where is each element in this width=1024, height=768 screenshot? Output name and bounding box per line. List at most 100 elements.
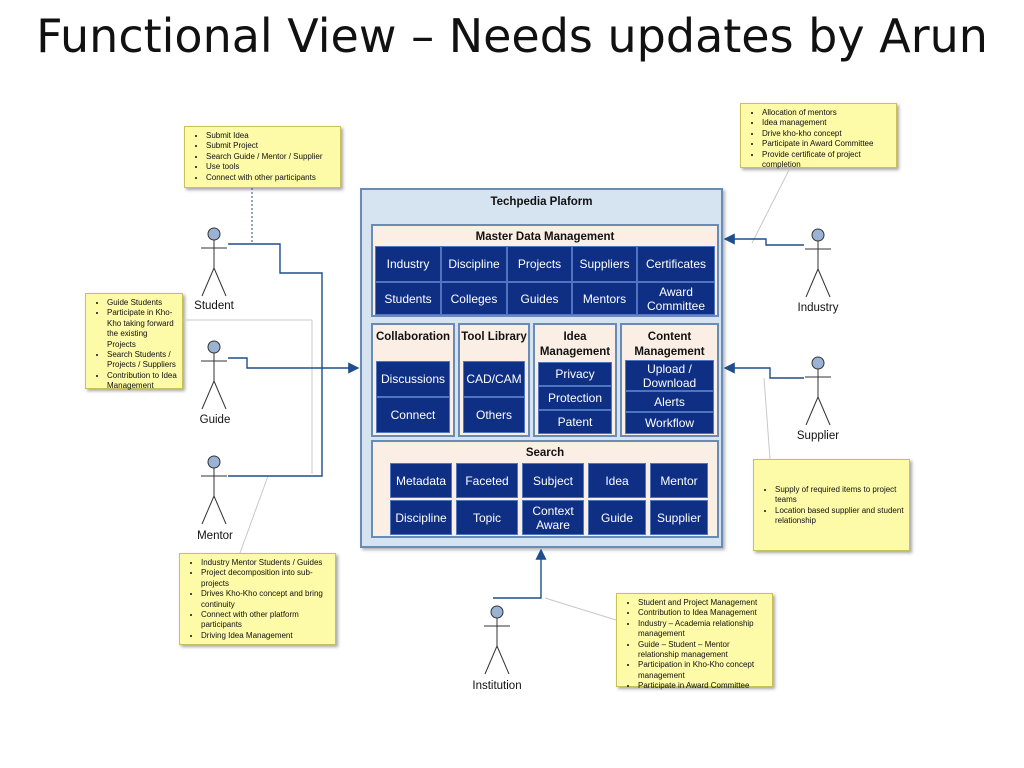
tile-discipline-search[interactable]: Discipline: [390, 500, 452, 535]
note-item: Allocation of mentors: [762, 108, 892, 118]
guide-figure: [201, 340, 227, 410]
content-management-panel: Content Management Upload / Download Ale…: [620, 323, 719, 437]
tile-discussions[interactable]: Discussions: [376, 361, 450, 397]
tile-workflow[interactable]: Workflow: [625, 412, 714, 434]
note-item: Location based supplier and student rela…: [775, 506, 905, 527]
tile-colleges[interactable]: Colleges: [441, 282, 507, 315]
tile-certificates[interactable]: Certificates: [637, 246, 715, 282]
actor-guide-label: Guide: [199, 414, 231, 426]
tile-faceted[interactable]: Faceted: [456, 463, 518, 498]
institution-connector: [493, 548, 547, 599]
actor-student-label: Student: [194, 300, 234, 312]
note-item: Participate in Award Committee: [762, 139, 892, 149]
tile-upload-download[interactable]: Upload / Download: [625, 360, 714, 391]
note-item: Participate in Award Committee: [638, 681, 768, 691]
note-item: Industry Mentor Students / Guides: [201, 558, 331, 568]
mentor-note-callout: [239, 475, 269, 554]
tile-alerts[interactable]: Alerts: [625, 391, 714, 412]
idea-management-panel: Idea Management Privacy Protection Paten…: [533, 323, 617, 437]
industry-note-callout: [751, 167, 791, 244]
tile-subject[interactable]: Subject: [522, 463, 584, 498]
mentor-connector: [228, 368, 323, 477]
techpedia-platform: Techpedia Plaform Master Data Management…: [360, 188, 723, 548]
search-panel: Search Metadata Faceted Subject Idea Men…: [371, 440, 719, 538]
supplier-figure: [805, 356, 831, 426]
actor-supplier-label: Supplier: [796, 430, 840, 442]
industry-note-list: Allocation of mentorsIdea managementDriv…: [741, 108, 892, 170]
tile-guide[interactable]: Guide: [588, 500, 646, 535]
tile-others[interactable]: Others: [463, 397, 525, 433]
page-title: Functional View – Needs updates by Arun: [36, 9, 988, 63]
supplier-note: Supply of required items to project team…: [753, 459, 910, 551]
note-item: Search Guide / Mentor / Supplier: [206, 152, 336, 162]
note-item: Participate in Kho-Kho taking forward th…: [107, 308, 178, 350]
tile-industry[interactable]: Industry: [375, 246, 441, 282]
institution-note-list: Student and Project ManagementContributi…: [617, 598, 768, 692]
tile-cad-cam[interactable]: CAD/CAM: [463, 361, 525, 397]
tile-students[interactable]: Students: [375, 282, 441, 315]
note-item: Contribution to Idea Management: [107, 371, 178, 392]
note-item: Industry – Academia relationship managem…: [638, 619, 768, 640]
note-item: Connect with other platform participants: [201, 610, 331, 631]
tile-guides[interactable]: Guides: [507, 282, 572, 315]
tile-mentor[interactable]: Mentor: [650, 463, 708, 498]
note-item: Contribution to Idea Management: [638, 608, 768, 618]
student-connector: [228, 243, 323, 368]
actor-industry-label: Industry: [797, 302, 839, 314]
tile-patent[interactable]: Patent: [538, 410, 612, 434]
idea-management-title: Idea Management: [539, 331, 611, 358]
note-item: Driving Idea Management: [201, 631, 331, 641]
tile-topic[interactable]: Topic: [456, 500, 518, 535]
collaboration-panel: Collaboration Discussions Connect: [371, 323, 455, 437]
master-data-panel: Master Data Management Industry Discipli…: [371, 224, 719, 317]
institution-note: Student and Project ManagementContributi…: [616, 593, 773, 690]
tool-library-title: Tool Library: [461, 331, 527, 343]
tile-supplier[interactable]: Supplier: [650, 500, 708, 535]
note-item: Submit Idea: [206, 131, 336, 141]
platform-title: Techpedia Plaform: [490, 196, 593, 208]
note-item: Use tools: [206, 162, 336, 172]
student-note-list: Submit IdeaSubmit ProjectSearch Guide / …: [185, 131, 336, 183]
guide-connector: [228, 357, 360, 374]
note-item: Student and Project Management: [638, 598, 768, 608]
tile-idea[interactable]: Idea: [588, 463, 646, 498]
note-item: Drives Kho-Kho concept and bring continu…: [201, 589, 331, 610]
tile-mentors[interactable]: Mentors: [572, 282, 637, 315]
collaboration-title: Collaboration: [375, 331, 451, 343]
note-item: Provide certificate of project completio…: [762, 150, 892, 171]
industry-figure: [805, 228, 831, 298]
tile-suppliers[interactable]: Suppliers: [572, 246, 637, 282]
note-item: Project decomposition into sub-projects: [201, 568, 331, 589]
note-item: Guide Students: [107, 298, 178, 308]
institution-figure: [484, 605, 510, 675]
note-item: Participation in Kho-Kho concept managem…: [638, 660, 768, 681]
note-item: Connect with other participants: [206, 173, 336, 183]
note-item: Submit Project: [206, 141, 336, 151]
note-item: Search Students / Projects / Suppliers: [107, 350, 178, 371]
note-item: Supply of required items to project team…: [775, 485, 905, 506]
mentor-figure: [201, 455, 227, 525]
master-data-title: Master Data Management: [475, 231, 615, 243]
note-item: Drive kho-kho concept: [762, 129, 892, 139]
tile-projects[interactable]: Projects: [507, 246, 572, 282]
supplier-note-callout: [763, 377, 771, 460]
actor-institution-label: Institution: [472, 680, 522, 692]
tile-protection[interactable]: Protection: [538, 386, 612, 410]
guide-note-list: Guide StudentsParticipate in Kho-Kho tak…: [86, 298, 178, 392]
note-item: Guide – Student – Mentor relationship ma…: [638, 640, 768, 661]
mentor-note: Industry Mentor Students / GuidesProject…: [179, 553, 336, 645]
tool-library-panel: Tool Library CAD/CAM Others: [458, 323, 530, 437]
tile-privacy[interactable]: Privacy: [538, 362, 612, 386]
tile-metadata[interactable]: Metadata: [390, 463, 452, 498]
supplier-note-list: Supply of required items to project team…: [754, 485, 905, 527]
supplier-connector: [723, 362, 804, 379]
guide-note: Guide StudentsParticipate in Kho-Kho tak…: [85, 293, 183, 392]
industry-note: Allocation of mentorsIdea managementDriv…: [740, 103, 897, 170]
student-note: Submit IdeaSubmit ProjectSearch Guide / …: [184, 126, 341, 188]
tile-discipline[interactable]: Discipline: [441, 246, 507, 282]
tile-award-committee[interactable]: Award Committee: [637, 282, 715, 315]
note-item: Idea management: [762, 118, 892, 128]
tile-connect[interactable]: Connect: [376, 397, 450, 433]
tile-context-aware[interactable]: Context Aware: [522, 500, 584, 535]
